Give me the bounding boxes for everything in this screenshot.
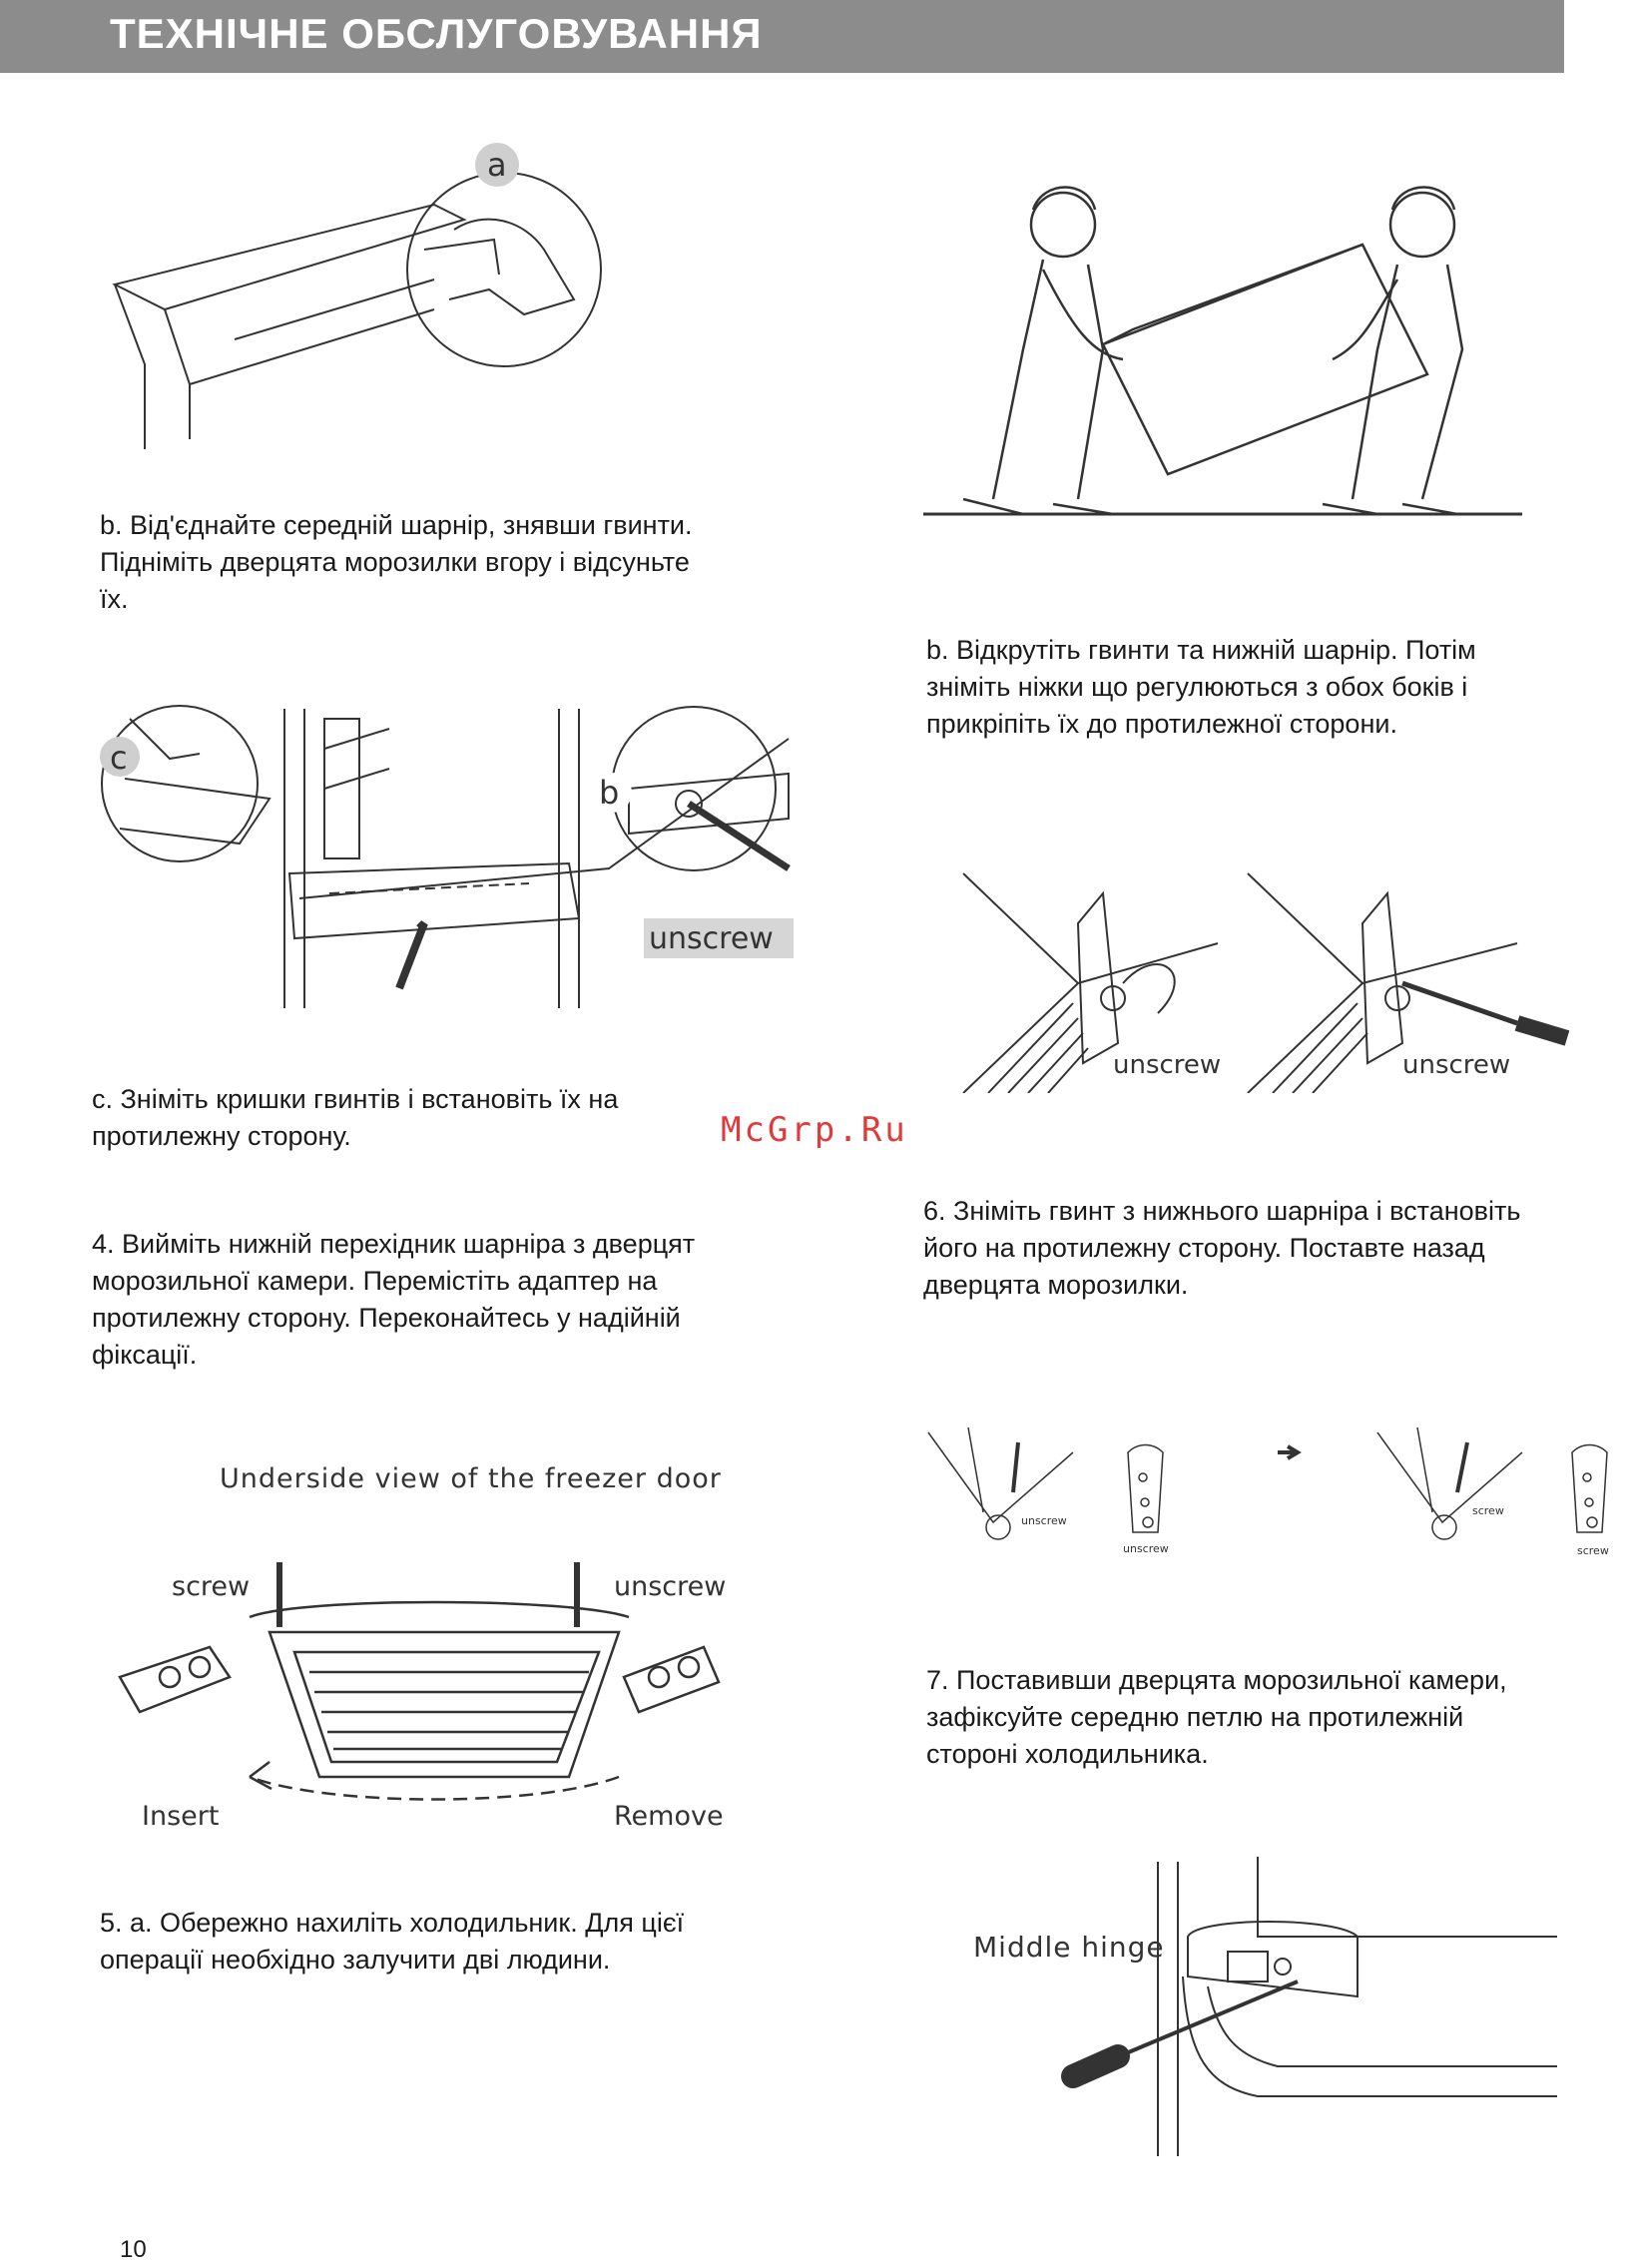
unscrew-small-label: unscrew xyxy=(1021,1514,1067,1527)
underside-title: Underside view of the freezer door xyxy=(220,1463,722,1494)
page-title: ТЕХНІЧНЕ ОБСЛУГОВУВАННЯ xyxy=(110,10,763,57)
figure-middle-hinge-fix: Middle hinge xyxy=(958,1857,1557,2156)
insert-label: Insert xyxy=(142,1801,219,1832)
step-7-text: 7. Поставивши дверцята морозильної камер… xyxy=(926,1665,1507,1769)
figure-hinge-screw-swap: unscrew unscrew screw screw xyxy=(923,1422,1612,1562)
callout-b: b xyxy=(599,774,619,812)
screw-label: screw xyxy=(172,1571,250,1602)
unscrew-label-2: unscrew xyxy=(1402,1050,1510,1080)
left-step-c-text: c. Зніміть кришки гвинтів і встановіть ї… xyxy=(92,1084,619,1151)
screw-plate-label: screw xyxy=(1577,1544,1609,1557)
callout-c: c xyxy=(110,739,128,777)
step-5a-text: 5. а. Обережно нахиліть холодильник. Для… xyxy=(100,1908,685,1975)
figure-middle-hinge: c b unscrew xyxy=(90,699,809,1018)
right-step-b-text: b. Відкрутіть гвинти та нижній шарнір. П… xyxy=(926,635,1476,739)
middle-hinge-label: Middle hinge xyxy=(973,1931,1165,1964)
step-4-text: 4. Вийміть нижній перехідник шарніра з д… xyxy=(92,1229,696,1370)
page-number: 10 xyxy=(120,2236,147,2263)
figure-two-people-tilting xyxy=(923,170,1522,524)
step-6-text: 6. Зніміть гвинт з нижнього шарніра і вс… xyxy=(923,1196,1521,1300)
watermark: McGrp.Ru xyxy=(721,1110,908,1150)
figure-freezer-underside: Underside view of the freezer door screw… xyxy=(100,1457,759,1847)
callout-a: a xyxy=(487,146,507,184)
header-bar: ТЕХНІЧНЕ ОБСЛУГОВУВАННЯ xyxy=(0,0,1564,73)
unscrew-label: unscrew xyxy=(614,1571,726,1602)
screw-small-label: screw xyxy=(1472,1504,1504,1517)
figure-bottom-hinge-unscrew: unscrew unscrew xyxy=(958,863,1587,1093)
remove-label: Remove xyxy=(614,1801,724,1832)
unscrew-plate-label: unscrew xyxy=(1123,1542,1169,1555)
left-step-b-text: b. Від'єднайте середній шарнір, знявши г… xyxy=(100,510,693,614)
figure-door-top-hinge: a xyxy=(105,140,664,449)
unscrew-label: unscrew xyxy=(649,921,774,956)
unscrew-label-1: unscrew xyxy=(1113,1050,1221,1080)
